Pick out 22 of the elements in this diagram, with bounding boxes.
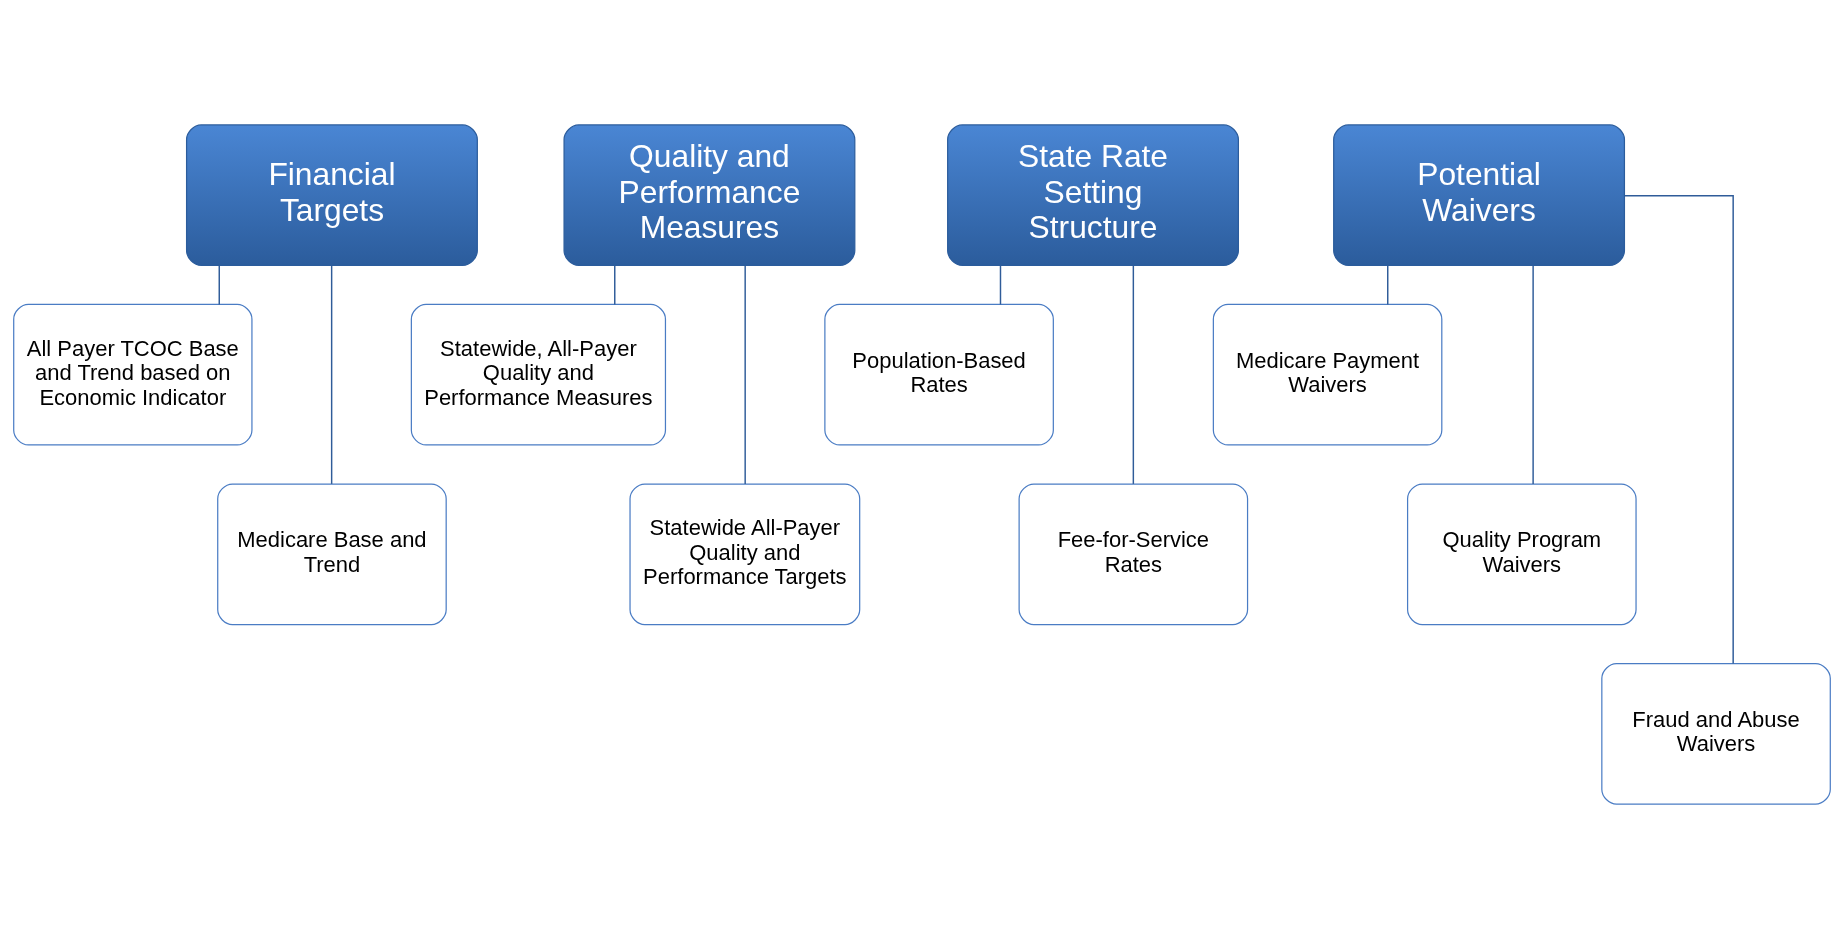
node-box: Potential Waivers [1333,123,1626,266]
node-box: All Payer TCOC Base and Trend based on Economic Indicator [13,303,253,446]
node-box: Fee-for-Service Rates [1018,482,1249,625]
connector [1623,194,1734,664]
node-box: Quality Program Waivers [1407,482,1637,625]
connector [330,264,333,485]
node-box: Statewide All-Payer Quality and Performance Targets [629,482,861,625]
node-box: Quality and Performance Measures [563,123,856,266]
connector [1532,264,1534,485]
node-box: Statewide, All-Payer Quality and Performance Measures [410,303,667,446]
node-box: Medicare Base and Trend [217,482,447,625]
connector [218,264,220,305]
connector [1387,264,1389,305]
connector [614,264,616,305]
node-box: Medicare Payment Waivers [1212,303,1443,446]
node-box: Fraud and Abuse Waivers [1601,662,1831,805]
node-box: State Rate Setting Structure [947,123,1239,266]
connector [744,264,746,485]
connector [999,264,1002,305]
connector [1132,264,1135,485]
node-box: Population-Based Rates [824,303,1054,446]
node-box: Financial Targets [185,123,478,266]
